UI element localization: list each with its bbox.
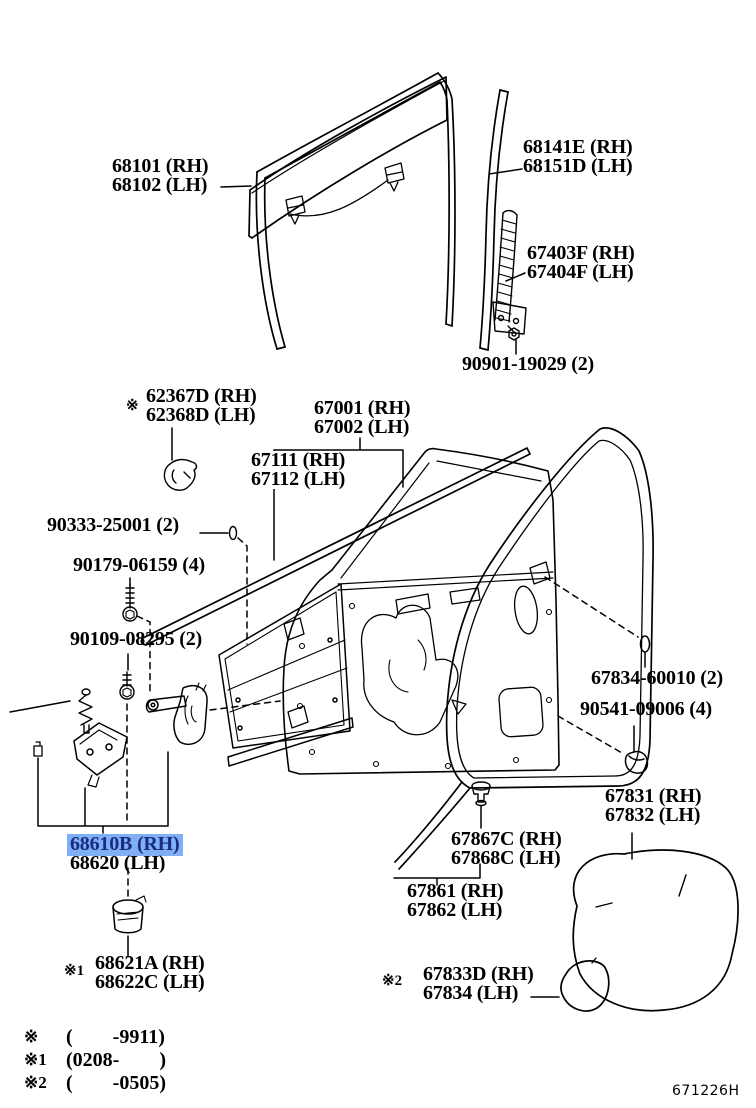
cap-68621-art: [112, 895, 147, 934]
part-label-67831-line-2[interactable]: 67832 (LH): [605, 804, 701, 826]
part-label-90541-line-1[interactable]: 90541-09006 (4): [580, 698, 712, 720]
part-label-67111-line-1[interactable]: 67111 (RH): [251, 449, 346, 471]
part-label-67867c[interactable]: 67867C (RH)67868C (LH): [451, 828, 562, 869]
door-panel-67001-art: [282, 447, 560, 775]
part-label-90179[interactable]: 90179-06159 (4): [73, 554, 205, 576]
cover-67833-art: [560, 957, 610, 1012]
part-label-67867c-line-1[interactable]: 67867C (RH): [451, 828, 562, 850]
part-label-68621a-line-2[interactable]: 68622C (LH): [95, 971, 205, 993]
part-label-67001[interactable]: 67001 (RH)67002 (LH): [314, 397, 411, 438]
part-label-67111[interactable]: 67111 (RH)67112 (LH): [249, 449, 348, 490]
part-label-68101[interactable]: 68101 (RH)68102 (LH): [112, 155, 209, 196]
spring-pin-art: [78, 688, 93, 734]
part-label-90333[interactable]: 90333-25001 (2): [47, 514, 179, 536]
drawing-code: 671226H: [672, 1083, 740, 1099]
door-glass-art: [248, 76, 448, 239]
part-label-67111-line-2[interactable]: 67112 (LH): [251, 468, 346, 490]
pin-90333-art: [228, 525, 238, 541]
bolt-90901-art: [507, 325, 520, 341]
ref-mark-68621: ※1: [64, 962, 84, 981]
part-label-67861-line-2[interactable]: 67862 (LH): [407, 899, 503, 921]
hinge-bracket-art: [73, 722, 128, 788]
glass-run-arch-art: [255, 72, 456, 350]
leader-lines: [9, 168, 646, 998]
part-label-68141e-line-2[interactable]: 68151D (LH): [523, 155, 633, 177]
part-label-67867c-line-2[interactable]: 67868C (LH): [451, 847, 561, 869]
part-label-67403f-line-1[interactable]: 67403F (RH): [527, 242, 635, 264]
part-label-90541[interactable]: 90541-09006 (4): [580, 698, 712, 720]
part-label-67001-line-2[interactable]: 67002 (LH): [314, 416, 410, 438]
part-label-68101-line-1[interactable]: 68101 (RH): [112, 155, 209, 177]
belt-molding-art: [140, 447, 531, 646]
part-label-68141e-line-1[interactable]: 68141E (RH): [523, 136, 633, 158]
clip-67867-art: [471, 781, 491, 807]
part-label-67833d-line-2[interactable]: 67834 (LH): [423, 982, 519, 1004]
legend-range-3: ( -0505): [66, 1072, 166, 1094]
part-label-68101-line-2[interactable]: 68102 (LH): [112, 174, 208, 196]
clip-62367-art: [163, 458, 198, 491]
part-label-90901-line-1[interactable]: 90901-19029 (2): [462, 353, 594, 375]
legend-symbol-1: ※: [24, 1027, 39, 1046]
legend-range-1: ( -9911): [66, 1026, 165, 1048]
legend-symbol-3: ※2: [24, 1073, 47, 1092]
legend-row-2: ※1 (0208- ): [24, 1049, 166, 1072]
part-label-68610b-line-1[interactable]: 68610B (RH): [67, 834, 184, 856]
part-label-90109-line-1[interactable]: 90109-08295 (2): [70, 628, 202, 650]
part-label-67861[interactable]: 67861 (RH)67862 (LH): [407, 880, 504, 921]
part-label-90179-line-1[interactable]: 90179-06159 (4): [73, 554, 205, 576]
part-label-68610b[interactable]: 68610B (RH)68620 (LH): [67, 834, 184, 874]
ref-mark-67833-line-1: ※2: [382, 973, 403, 989]
part-label-68610b-line-2[interactable]: 68620 (LH): [70, 852, 166, 874]
part-label-90333-line-1[interactable]: 90333-25001 (2): [47, 514, 179, 536]
legend-row-3: ※2 ( -0505): [24, 1072, 166, 1095]
screw-90179-art: [122, 583, 138, 622]
part-label-68621a[interactable]: 68621A (RH)68622C (LH): [95, 952, 205, 993]
cover-67831-art: [572, 849, 739, 1012]
part-label-62367d[interactable]: 62367D (RH)62368D (LH): [146, 385, 257, 426]
part-label-68141e[interactable]: 68141E (RH)68151D (LH): [523, 136, 633, 177]
guide-rail-67403-art: [492, 209, 527, 335]
part-label-67834-60010[interactable]: 67834-60010 (2): [591, 667, 723, 689]
pin-small-art: [33, 741, 43, 757]
legend-range-2: (0208- ): [66, 1049, 166, 1071]
outer-panel-67111-art: [218, 583, 354, 767]
screw-90109-art: [119, 671, 135, 700]
part-label-90109[interactable]: 90109-08295 (2): [70, 628, 202, 650]
part-label-67403f-line-2[interactable]: 67404F (LH): [527, 261, 634, 283]
ref-mark-68621-line-1: ※1: [64, 963, 85, 979]
part-label-67001-line-1[interactable]: 67001 (RH): [314, 397, 411, 419]
part-label-67833d-line-1[interactable]: 67833D (RH): [423, 963, 534, 985]
part-label-67834-60010-line-1[interactable]: 67834-60010 (2): [591, 667, 723, 689]
ref-mark-62367-line-1: ※: [126, 398, 139, 414]
part-label-67831-line-1[interactable]: 67831 (RH): [605, 785, 702, 807]
run-channel-68141-art: [479, 89, 509, 351]
ref-mark-62367: ※: [126, 397, 139, 416]
part-label-67861-line-1[interactable]: 67861 (RH): [407, 880, 504, 902]
dashed-pointer-lines: [126, 537, 639, 899]
legend-row-1: ※ ( -9911): [24, 1026, 165, 1049]
part-label-68621a-line-1[interactable]: 68621A (RH): [95, 952, 205, 974]
part-label-90901[interactable]: 90901-19029 (2): [462, 353, 594, 375]
part-label-67831[interactable]: 67831 (RH)67832 (LH): [605, 785, 702, 826]
part-label-62367d-line-1[interactable]: 62367D (RH): [146, 385, 257, 407]
legend-symbol-2: ※1: [24, 1050, 47, 1069]
part-label-67403f[interactable]: 67403F (RH)67404F (LH): [527, 242, 635, 283]
plug-90541-art: [624, 750, 649, 774]
weatherstrip-67861-art: [394, 427, 654, 870]
part-label-67833d[interactable]: 67833D (RH)67834 (LH): [423, 963, 534, 1004]
part-label-62367d-line-2[interactable]: 62368D (LH): [146, 404, 256, 426]
ref-mark-67833: ※2: [382, 972, 402, 991]
door-check-68610-art: [145, 682, 208, 746]
